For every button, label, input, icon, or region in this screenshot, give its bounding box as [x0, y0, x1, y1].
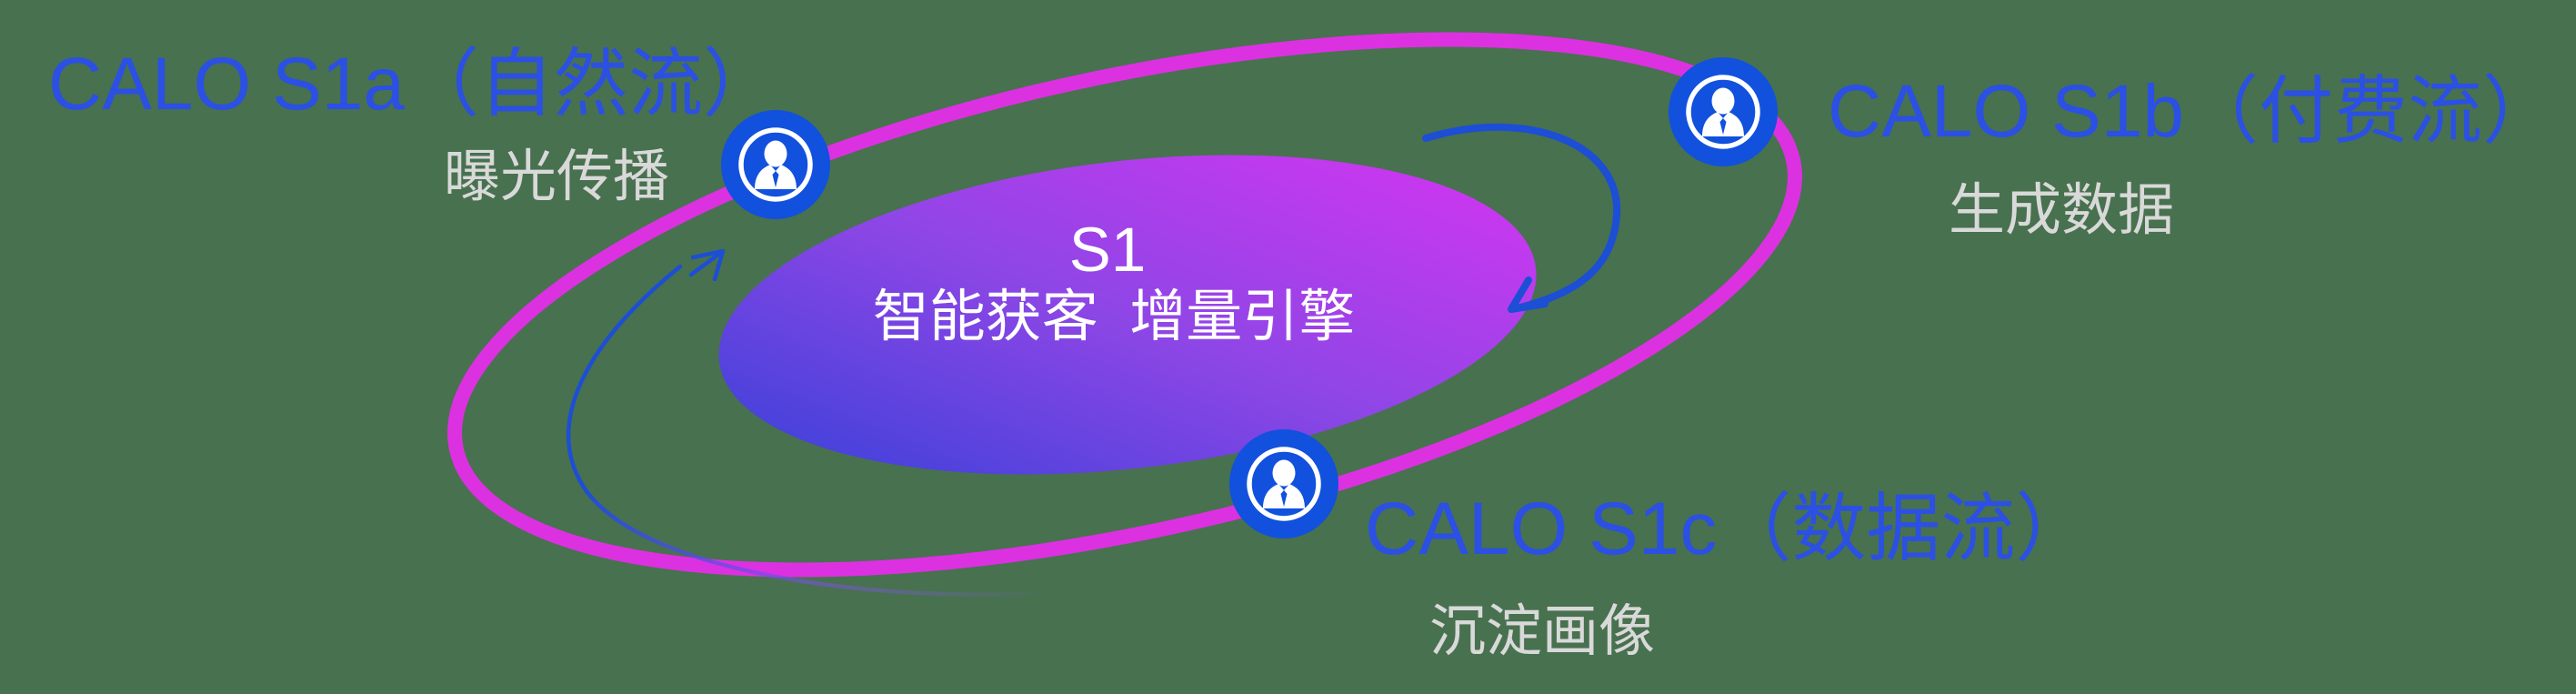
node-subtitle-s1a: 曝光传播: [444, 146, 670, 208]
orbit-ellipse: [447, 32, 1802, 578]
node-title-s1b: CALO S1b（付费流）: [1828, 70, 2557, 153]
center-tagline: 智能获客 增量引擎: [872, 286, 1356, 348]
node-subtitle-s1c: 沉淀画像: [1429, 600, 1656, 663]
node-title-s1c: CALO S1c（数据流）: [1365, 488, 2090, 570]
node-subtitle-s1b: 生成数据: [1949, 179, 2175, 242]
center-label: S1: [1068, 215, 1147, 285]
node-circle-s1b: [1669, 57, 1778, 166]
right-arrow: [1422, 123, 1621, 313]
user-icon: [1263, 459, 1305, 508]
left-arrow: [566, 248, 1048, 597]
node-title-s1a: CALO S1a（自然流）: [48, 43, 777, 126]
user-icon: [1702, 87, 1744, 136]
user-icon: [755, 140, 797, 189]
center-ellipse: [718, 155, 1537, 475]
node-circle-s1a: [721, 110, 830, 219]
node-circle-s1c: [1229, 429, 1338, 538]
